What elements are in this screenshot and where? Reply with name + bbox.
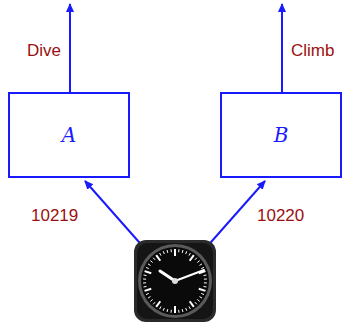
altimeter-icon bbox=[134, 240, 216, 322]
box-label: A bbox=[62, 123, 76, 147]
box-label: B bbox=[274, 123, 289, 147]
signal-label: Climb bbox=[290, 42, 335, 59]
output-arrow bbox=[281, 4, 283, 92]
signal-label: 10219 bbox=[30, 207, 79, 224]
process-box: B bbox=[220, 92, 342, 178]
output-arrow bbox=[69, 4, 71, 92]
input-arrow bbox=[85, 181, 146, 250]
signal-label: 10220 bbox=[256, 207, 305, 224]
process-box: A bbox=[8, 92, 130, 178]
signal-label: Dive bbox=[26, 42, 62, 59]
